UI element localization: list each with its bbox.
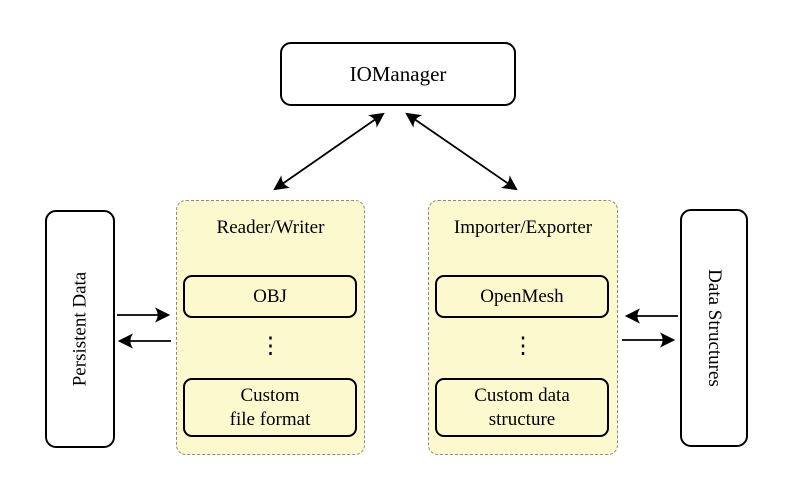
- reader-writer-group: Reader/Writer OBJ ⋮ Custom file format: [176, 200, 365, 455]
- openmesh-node: OpenMesh: [435, 275, 609, 318]
- iomanager-node: IOManager: [280, 42, 516, 106]
- obj-node: OBJ: [183, 275, 357, 318]
- vertical-ellipsis-icon: ⋮: [511, 333, 535, 358]
- openmesh-label: OpenMesh: [480, 285, 564, 307]
- data-structures-node: Data Structures: [680, 209, 748, 447]
- data-structures-label: Data Structures: [704, 269, 725, 387]
- persistent-data-node: Persistent Data: [45, 210, 115, 448]
- arrow-iomanager-readerwriter: [273, 112, 385, 191]
- custom-data-structure-node: Custom data structure: [435, 378, 609, 437]
- importer-exporter-group-title: Importer/Exporter: [453, 217, 593, 238]
- custom-file-format-label: Custom file format: [229, 384, 311, 430]
- custom-data-structure-label: Custom data structure: [474, 384, 570, 430]
- vertical-ellipsis-icon: ⋮: [259, 333, 282, 358]
- obj-label: OBJ: [253, 285, 287, 307]
- importer-exporter-group: Importer/Exporter OpenMesh ⋮ Custom data…: [428, 200, 618, 455]
- reader-writer-group-title: Reader/Writer: [216, 217, 325, 238]
- persistent-data-label: Persistent Data: [69, 271, 91, 387]
- iomanager-label: IOManager: [349, 61, 447, 86]
- arrow-iomanager-importerexporter: [405, 112, 518, 191]
- custom-file-format-node: Custom file format: [183, 378, 357, 437]
